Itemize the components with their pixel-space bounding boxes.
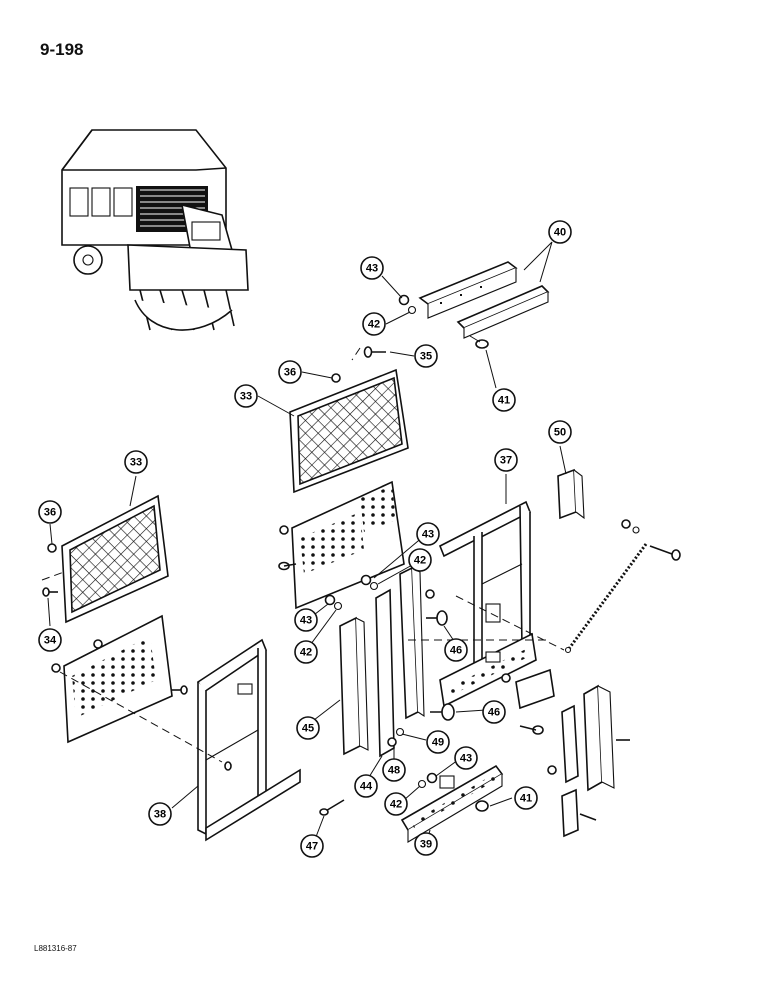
screw-34: [42, 587, 58, 597]
callout-33: 33: [124, 450, 148, 474]
fastener-left-panel: [51, 639, 188, 695]
callout-label: 33: [240, 391, 252, 403]
callout-41: 41: [492, 388, 516, 412]
callout-36: 36: [278, 360, 302, 384]
callout-38: 38: [148, 802, 172, 826]
chain-cable: [564, 519, 681, 654]
hardware-42-43-center: [324, 574, 379, 611]
callout-label: 41: [520, 793, 532, 805]
bracket-50: [557, 468, 585, 520]
callout-39: 39: [414, 832, 438, 856]
callout-37: 37: [494, 448, 518, 472]
callout-43: 43: [360, 256, 384, 280]
leader-lines: [47, 241, 567, 843]
channel-45: [339, 616, 369, 756]
page-number: 9-198: [40, 40, 84, 59]
callouts: 40 43 42 35 41 36 33 50 37 33 36 43 42 34 43 42 46 45 46 49…: [38, 220, 572, 858]
callout-label: 37: [500, 455, 512, 467]
screen-33-upper: [289, 368, 409, 494]
callout-47: 47: [300, 834, 324, 858]
callout-42: 42: [362, 312, 386, 336]
callout-label: 36: [44, 507, 56, 519]
callout-label: 42: [368, 319, 380, 331]
callout-46: 46: [444, 638, 468, 662]
callout-label: 43: [366, 263, 378, 275]
callout-label: 38: [154, 809, 166, 821]
angle-bracket-right-tall: [583, 684, 630, 792]
washer-42-top: [407, 305, 417, 315]
callout-label: 42: [414, 555, 426, 567]
callout-label: 35: [420, 351, 432, 363]
alignment-lines: [41, 347, 565, 763]
drawing-code: L881316-87: [34, 944, 77, 953]
callout-label: 39: [420, 839, 432, 851]
cotton-picker-machine-illustration: [61, 129, 249, 331]
channel-right-vertical: [399, 566, 425, 720]
callout-label: 40: [554, 227, 566, 239]
hinge-bracket-lower-right: [501, 668, 555, 735]
hardware-42-43-bottom: [417, 772, 438, 789]
callout-36: 36: [38, 500, 62, 524]
nut-36-upper: [331, 373, 341, 383]
callout-43: 43: [416, 522, 440, 546]
callout-34: 34: [38, 628, 62, 652]
callout-label: 44: [360, 781, 373, 793]
callout-45: 45: [296, 716, 320, 740]
callout-label: 45: [302, 723, 314, 735]
bolt-46-upper: [425, 589, 448, 626]
frame-38: [196, 638, 301, 842]
callout-label: 42: [390, 799, 402, 811]
callout-43: 43: [454, 746, 478, 770]
callout-label: 50: [554, 427, 566, 439]
callout-43: 43: [294, 608, 318, 632]
callout-label: 34: [44, 635, 57, 647]
bracket-39: [400, 764, 504, 843]
callout-label: 46: [450, 645, 462, 657]
callout-label: 46: [488, 707, 500, 719]
callout-35: 35: [414, 344, 438, 368]
panel-perforated-middle: [291, 480, 405, 610]
nut-36-left: [47, 543, 57, 553]
plate-right-bottom: [547, 765, 597, 838]
screen-33-left: [61, 494, 169, 624]
callout-46: 46: [482, 700, 506, 724]
callout-42: 42: [294, 640, 318, 664]
screw-47: [319, 799, 345, 816]
frame-37: [438, 500, 537, 708]
callout-label: 43: [300, 615, 312, 627]
callout-label: 42: [300, 647, 312, 659]
callout-42: 42: [384, 792, 408, 816]
callout-label: 33: [130, 457, 142, 469]
callout-label: 48: [388, 765, 400, 777]
bracket-40-upper: [418, 261, 518, 319]
panel-perforated-left: [63, 614, 173, 744]
fastener-middle-panel: [278, 525, 297, 571]
bolt-41-bottom: [475, 800, 489, 812]
callout-50: 50: [548, 420, 572, 444]
callout-33: 33: [234, 384, 258, 408]
bolt-46-lower: [430, 703, 455, 721]
bracket-40-lower: [456, 285, 550, 339]
bolt-41-top: [469, 335, 489, 349]
callout-44: 44: [354, 774, 378, 798]
callout-41: 41: [514, 786, 538, 810]
callout-label: 43: [422, 529, 434, 541]
callout-40: 40: [548, 220, 572, 244]
callout-label: 47: [306, 841, 318, 853]
callout-48: 48: [382, 758, 406, 782]
channel-44: [375, 588, 395, 758]
callout-49: 49: [426, 730, 450, 754]
callout-label: 36: [284, 367, 296, 379]
callout-42: 42: [408, 548, 432, 572]
callout-label: 41: [498, 395, 510, 407]
callout-label: 43: [460, 753, 472, 765]
angle-bracket-right-short: [561, 704, 579, 784]
callout-label: 49: [432, 737, 444, 749]
hardware-48-49: [387, 727, 405, 747]
bolt-35: [363, 346, 386, 358]
